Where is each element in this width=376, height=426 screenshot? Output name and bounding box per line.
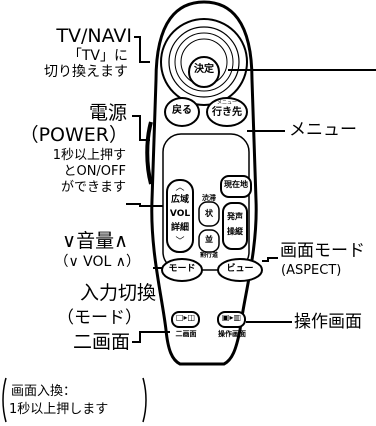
operation-screen-button-shape <box>217 311 246 328</box>
input-mode-label: （モード） <box>57 308 142 328</box>
detour-button[interactable]: 並 <box>205 235 213 244</box>
view-button-shape <box>217 258 263 282</box>
note-parenthesis-left <box>2 377 7 423</box>
dual-screen-button-shape <box>171 311 200 328</box>
detour-label: 割行道 <box>199 252 218 259</box>
power-note-3: ができます <box>60 180 126 195</box>
callout-lines <box>126 36 376 343</box>
enter-button[interactable]: 決定 <box>194 64 214 75</box>
operation-screen-label: 操作画面 <box>294 312 362 332</box>
voice-label-2: 操縦 <box>227 227 243 236</box>
dual-note-2: 1秒以上押します <box>9 402 109 417</box>
note-parenthesis-right <box>142 377 147 423</box>
detail-label[interactable]: 詳細 <box>170 223 189 233</box>
vol-label: VOL <box>169 209 191 219</box>
screen-mode-label: 画面モード <box>280 241 365 261</box>
traffic-button-shape <box>198 201 220 227</box>
traffic-button[interactable]: 状 <box>205 209 213 218</box>
enter-button-shape <box>188 56 220 88</box>
input-switch-label: 入力切換 <box>79 282 156 304</box>
back-button[interactable]: 戻る <box>172 105 192 116</box>
back-button-shape <box>164 97 200 127</box>
aspect-label: (ASPECT) <box>281 263 342 278</box>
voice-button-shape <box>222 202 248 250</box>
power-en-label: （POWER） <box>19 124 128 146</box>
wide-label[interactable]: 広域 <box>170 195 189 205</box>
power-label: 電源 <box>88 102 127 124</box>
current-position-button[interactable]: 現在地 <box>224 180 248 189</box>
tv-switch-line1: 「TV」に <box>67 48 128 64</box>
menu-label: メニュー <box>289 120 357 140</box>
dual-screen-label: 二画面 <box>72 331 130 353</box>
volume-en-label: （∨ VOL ∧） <box>54 254 140 270</box>
mode-button-shape <box>161 258 203 282</box>
traffic-label[interactable]: 渋滞 <box>202 194 216 202</box>
view-button[interactable]: ビュー <box>226 264 254 274</box>
wide-detail-button-shape <box>166 179 194 253</box>
current-position-button-shape <box>220 175 252 198</box>
menu-small-label: メニュー <box>216 100 237 106</box>
power-note-1: 1秒以上押す <box>52 148 126 163</box>
dual-screen-icon[interactable]: □▸◫ <box>175 313 196 322</box>
goto-button[interactable]: 行き先 <box>212 107 242 118</box>
power-note-2: とON/OFF <box>63 164 126 179</box>
detour-button-shape <box>198 229 220 253</box>
tv-navi-label: TV/NAVI <box>56 25 132 47</box>
voice-label-1[interactable]: 発声 <box>227 212 243 221</box>
dual-small-label: 二画面 <box>175 330 197 338</box>
goto-button-shape <box>206 97 248 127</box>
mode-button[interactable]: モード <box>168 264 196 274</box>
up-chevron-icon: ︿ <box>175 183 185 193</box>
side-switch <box>145 121 153 185</box>
dual-note-1: 画面入換： <box>11 384 77 399</box>
op-small-label: 操作画面 <box>218 330 246 338</box>
jog-dial-ring <box>168 26 240 98</box>
volume-label: ∨音量∧ <box>62 230 128 252</box>
tv-switch-line2: 切り換えます <box>44 64 128 80</box>
operation-screen-icon[interactable]: ▣▸▥ <box>221 313 242 322</box>
down-chevron-icon: ﹀ <box>175 237 185 247</box>
